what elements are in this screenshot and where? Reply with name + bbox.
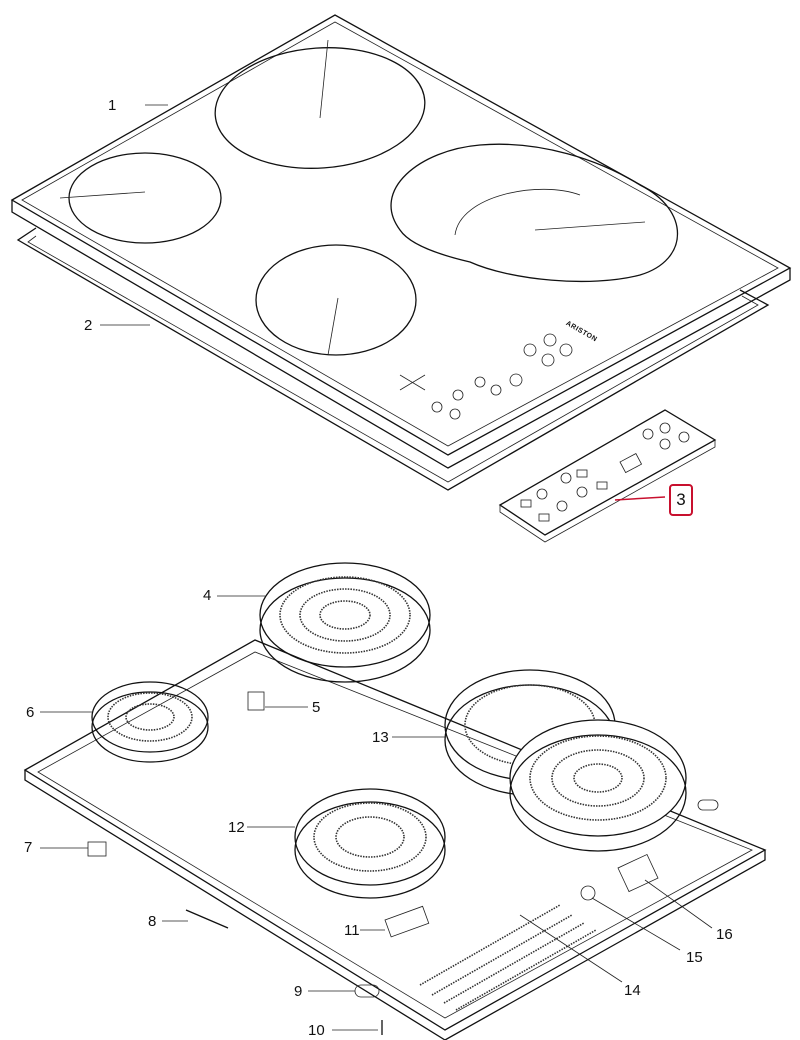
part-label-4: 4 — [203, 587, 212, 604]
part-label-9: 9 — [294, 983, 303, 1000]
part-label-10: 10 — [308, 1022, 325, 1039]
bottom-tray — [23, 639, 767, 1040]
control-board — [498, 409, 717, 543]
heating-element-13 — [444, 669, 687, 852]
part-label-5: 5 — [312, 699, 321, 716]
heating-element-4 — [259, 562, 431, 683]
leader-lines — [40, 104, 713, 1031]
part-label-13: 13 — [372, 729, 389, 746]
part-label-1: 1 — [108, 97, 117, 114]
part-label-12: 12 — [228, 819, 245, 836]
part-label-3: 3 — [669, 484, 693, 516]
frame-seal — [16, 227, 770, 491]
part-label-7: 7 — [24, 839, 33, 856]
heating-element-6 — [91, 681, 209, 763]
part-label-14: 14 — [624, 982, 641, 999]
part-label-6: 6 — [26, 704, 35, 721]
touch-controls — [399, 333, 573, 420]
small-parts — [87, 691, 719, 1035]
part-label-16: 16 — [716, 926, 733, 943]
part-label-2: 2 — [84, 317, 93, 334]
heating-element-12 — [294, 788, 446, 899]
glass-ceramic-top — [10, 14, 792, 469]
part-label-8: 8 — [148, 913, 157, 930]
part-label-15: 15 — [686, 949, 703, 966]
part-label-11: 11 — [344, 922, 360, 939]
